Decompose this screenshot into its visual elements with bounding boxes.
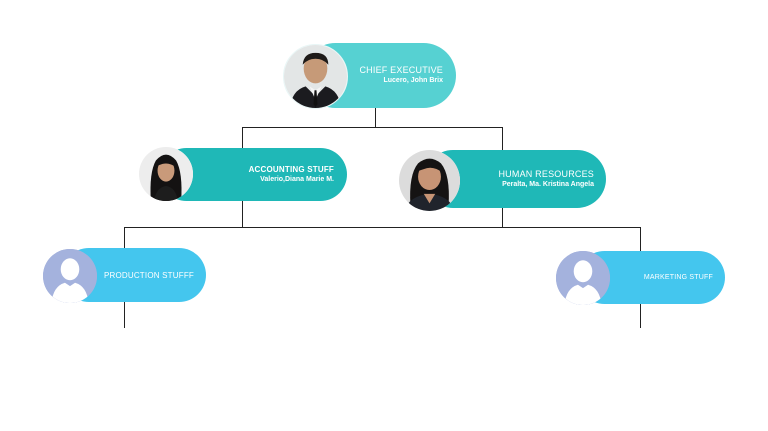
person-photo-icon [399,150,460,211]
node-human-resources: HUMAN RESOURCES Peralta, Ma. Kristina An… [424,150,606,208]
connector-to-hr [502,127,503,151]
node-title: PRODUCTION STUFFF [103,270,194,280]
node-title: ACCOUNTING STUFF [248,165,334,174]
node-text: ACCOUNTING STUFF Valerio,Diana Marie M. [249,148,347,201]
person-photo-icon [284,45,347,108]
connector-marketing-down [640,303,641,328]
connector-to-marketing [640,227,641,252]
node-title: CHIEF EXECUTIVE [359,65,443,75]
connector-level1-horizontal [242,127,503,128]
connector-hr-down [502,207,503,228]
person-name: Lucero, John Brix [383,77,443,84]
connector-to-production [124,227,125,249]
connector-production-down [124,300,125,328]
node-title: HUMAN RESOURCES [498,168,594,179]
hr-photo-avatar [399,150,460,211]
connector-ceo-down [375,107,376,128]
node-text: HUMAN RESOURCES Peralta, Ma. Kristina An… [498,150,606,208]
default-user-silhouette-icon [556,251,610,305]
person-name: Valerio,Diana Marie M. [260,176,334,183]
production-placeholder-avatar [43,249,97,303]
marketing-placeholder-avatar [556,251,610,305]
accounting-photo-avatar [139,147,193,201]
connector-to-accounting [242,127,243,149]
node-title: MARKETING STUFF [643,274,713,281]
node-text: PRODUCTION STUFFF [104,248,206,302]
node-text: MARKETING STUFF [644,251,725,304]
person-photo-icon [139,147,193,201]
ceo-photo-avatar [283,44,348,109]
default-user-silhouette-icon [43,249,97,303]
person-name: Peralta, Ma. Kristina Angela [502,180,594,188]
connector-level2-horizontal [124,227,641,228]
node-text: CHIEF EXECUTIVE Lucero, John Brix [359,43,456,108]
connector-accounting-down [242,201,243,228]
